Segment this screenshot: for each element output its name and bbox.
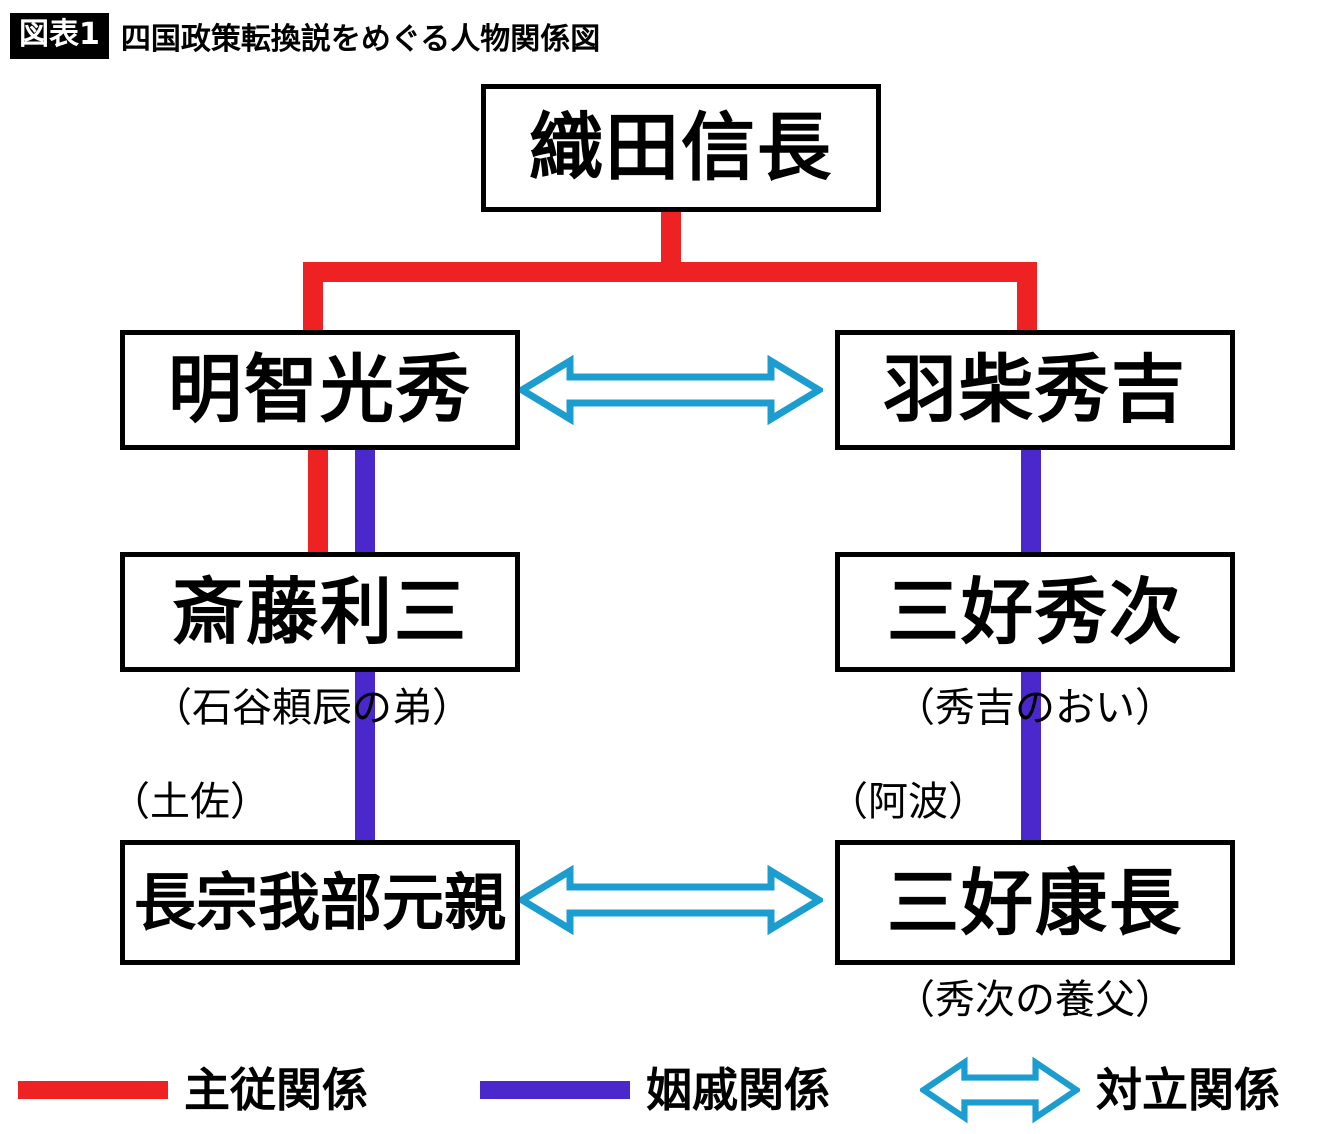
node-hideyoshi-label: 羽柴秀吉: [883, 347, 1187, 433]
legend-item-conflict-label: 対立関係: [1096, 1063, 1280, 1117]
node-hidetsugu[interactable]: 三好秀次: [835, 552, 1235, 672]
node-toshimitsu-label: 斎藤利三: [171, 569, 468, 654]
edge-nobunaga-to-hideyoshi: [1017, 262, 1037, 332]
node-toshimitsu-caption-below: （石谷頼辰の弟）: [152, 685, 472, 731]
node-hidetsugu-caption-below: （秀吉のおい）: [895, 685, 1175, 731]
node-nobunaga[interactable]: 織田信長: [481, 84, 881, 212]
edge-motochika-yasunaga-conflict-arrow: [518, 865, 823, 935]
edge-mitsuhide-to-toshimitsu-purple: [355, 440, 375, 560]
node-mitsuhide-label: 明智光秀: [168, 347, 472, 433]
legend-item-master-servant-label: 主従関係: [184, 1063, 368, 1117]
edge-toshimitsu-to-motochika: [355, 665, 375, 855]
edge-mitsuhide-hideyoshi-conflict-arrow: [518, 355, 823, 425]
page-title: 四国政策転換説をめぐる人物関係図: [120, 22, 601, 57]
legend-red-line-swatch: [18, 1081, 168, 1099]
edge-hideyoshi-to-hidetsugu: [1021, 440, 1041, 560]
legend: 主従関係 姻戚関係 対立関係: [0, 1046, 1340, 1134]
node-hideyoshi[interactable]: 羽柴秀吉: [835, 330, 1235, 450]
legend-purple-line-swatch: [480, 1081, 630, 1099]
legend-item-master-servant: 主従関係: [18, 1046, 368, 1134]
node-motochika[interactable]: 長宗我部元親: [120, 840, 520, 965]
figure-title-row: 図表1 四国政策転換説をめぐる人物関係図: [10, 13, 601, 59]
legend-conflict-arrow-icon: [920, 1056, 1080, 1124]
node-yasunaga[interactable]: 三好康長: [835, 840, 1235, 965]
edge-nobunaga-to-mitsuhide: [303, 262, 323, 332]
figure-number-badge: 図表1: [10, 13, 109, 59]
node-yasunaga-label: 三好康長: [886, 859, 1183, 945]
node-motochika-caption-above: （土佐）: [110, 779, 270, 825]
edge-mitsuhide-to-toshimitsu-red: [308, 440, 328, 560]
node-yasunaga-caption-below: （秀次の養父）: [895, 977, 1175, 1023]
node-yasunaga-caption-above: （阿波）: [828, 779, 988, 825]
edge-nobunaga-crossbar: [303, 262, 1037, 282]
node-hidetsugu-label: 三好秀次: [886, 569, 1183, 654]
edge-hidetsugu-to-yasunaga: [1021, 665, 1041, 855]
legend-item-conflict: 対立関係: [920, 1046, 1280, 1134]
legend-item-marital: 姻戚関係: [480, 1046, 830, 1134]
node-mitsuhide[interactable]: 明智光秀: [120, 330, 520, 450]
node-nobunaga-label: 織田信長: [529, 105, 833, 191]
node-toshimitsu[interactable]: 斎藤利三: [120, 552, 520, 672]
legend-item-marital-label: 姻戚関係: [646, 1063, 830, 1117]
node-motochika-label: 長宗我部元親: [133, 865, 506, 939]
edge-nobunaga-stem: [661, 210, 681, 272]
